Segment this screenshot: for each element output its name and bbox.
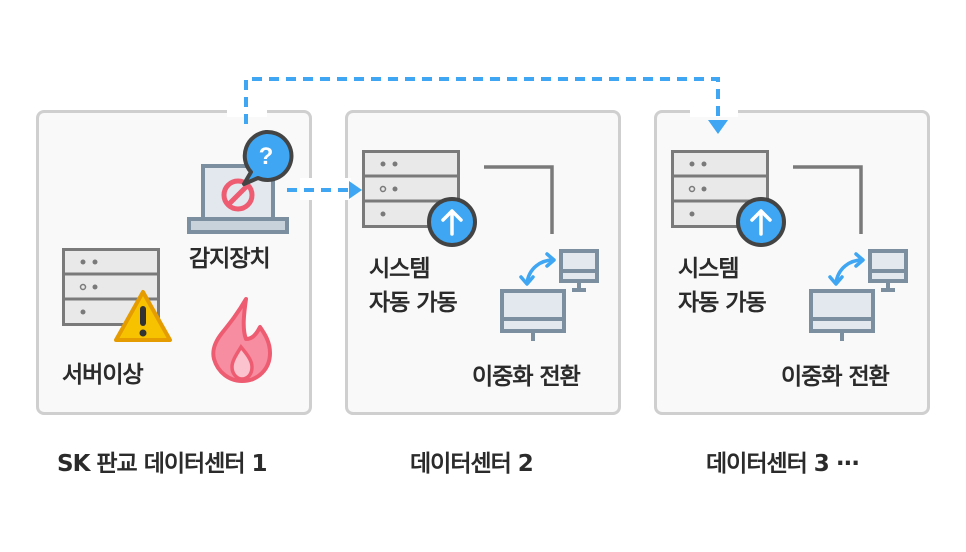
label-system: 시스템 xyxy=(369,256,430,282)
label-failover: 이중화 전환 xyxy=(781,364,890,390)
cable-line xyxy=(484,165,554,234)
warning-icon xyxy=(114,290,172,342)
label-detector: 감지장치 xyxy=(189,246,271,272)
label-auto-start: 자동 가동 xyxy=(369,290,458,316)
caption-datacenter-3: 데이터센터 3 ··· xyxy=(706,451,860,477)
label-system: 시스템 xyxy=(678,256,739,282)
arrow-up-circle-icon xyxy=(736,197,786,247)
monitor-icon xyxy=(809,249,908,341)
label-failover: 이중화 전환 xyxy=(472,364,581,390)
prohibited-icon xyxy=(221,178,255,212)
caption-datacenter-1: SK 판교 데이터센터 1 xyxy=(57,451,268,477)
arrowhead-dc3 xyxy=(708,120,728,134)
arrowhead-dc2 xyxy=(349,181,362,199)
question-bubble-icon: ? xyxy=(242,129,294,186)
label-server-error: 서버이상 xyxy=(62,362,144,388)
arrow-up-circle-icon xyxy=(427,197,477,247)
svg-text:?: ? xyxy=(259,143,274,170)
connector-dc1-dc3 xyxy=(244,77,720,124)
fire-icon xyxy=(211,297,272,383)
monitor-icon xyxy=(500,249,599,341)
caption-datacenter-2: 데이터센터 2 xyxy=(410,451,534,477)
cable-line xyxy=(793,165,863,234)
label-auto-start: 자동 가동 xyxy=(678,290,767,316)
